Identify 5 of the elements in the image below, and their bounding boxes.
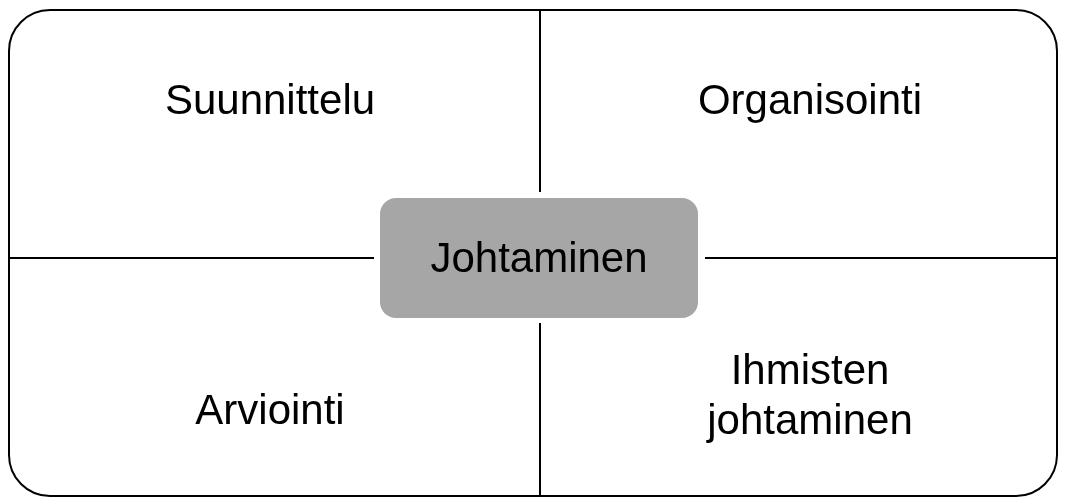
quadrant-label: Ihmisten johtaminen	[660, 345, 960, 445]
quadrant-label: Organisointi	[600, 75, 1020, 125]
quadrant-label: Arviointi	[60, 385, 480, 435]
quadrant-label: Suunnittelu	[60, 75, 480, 125]
center-box: Johtaminen	[380, 198, 698, 318]
